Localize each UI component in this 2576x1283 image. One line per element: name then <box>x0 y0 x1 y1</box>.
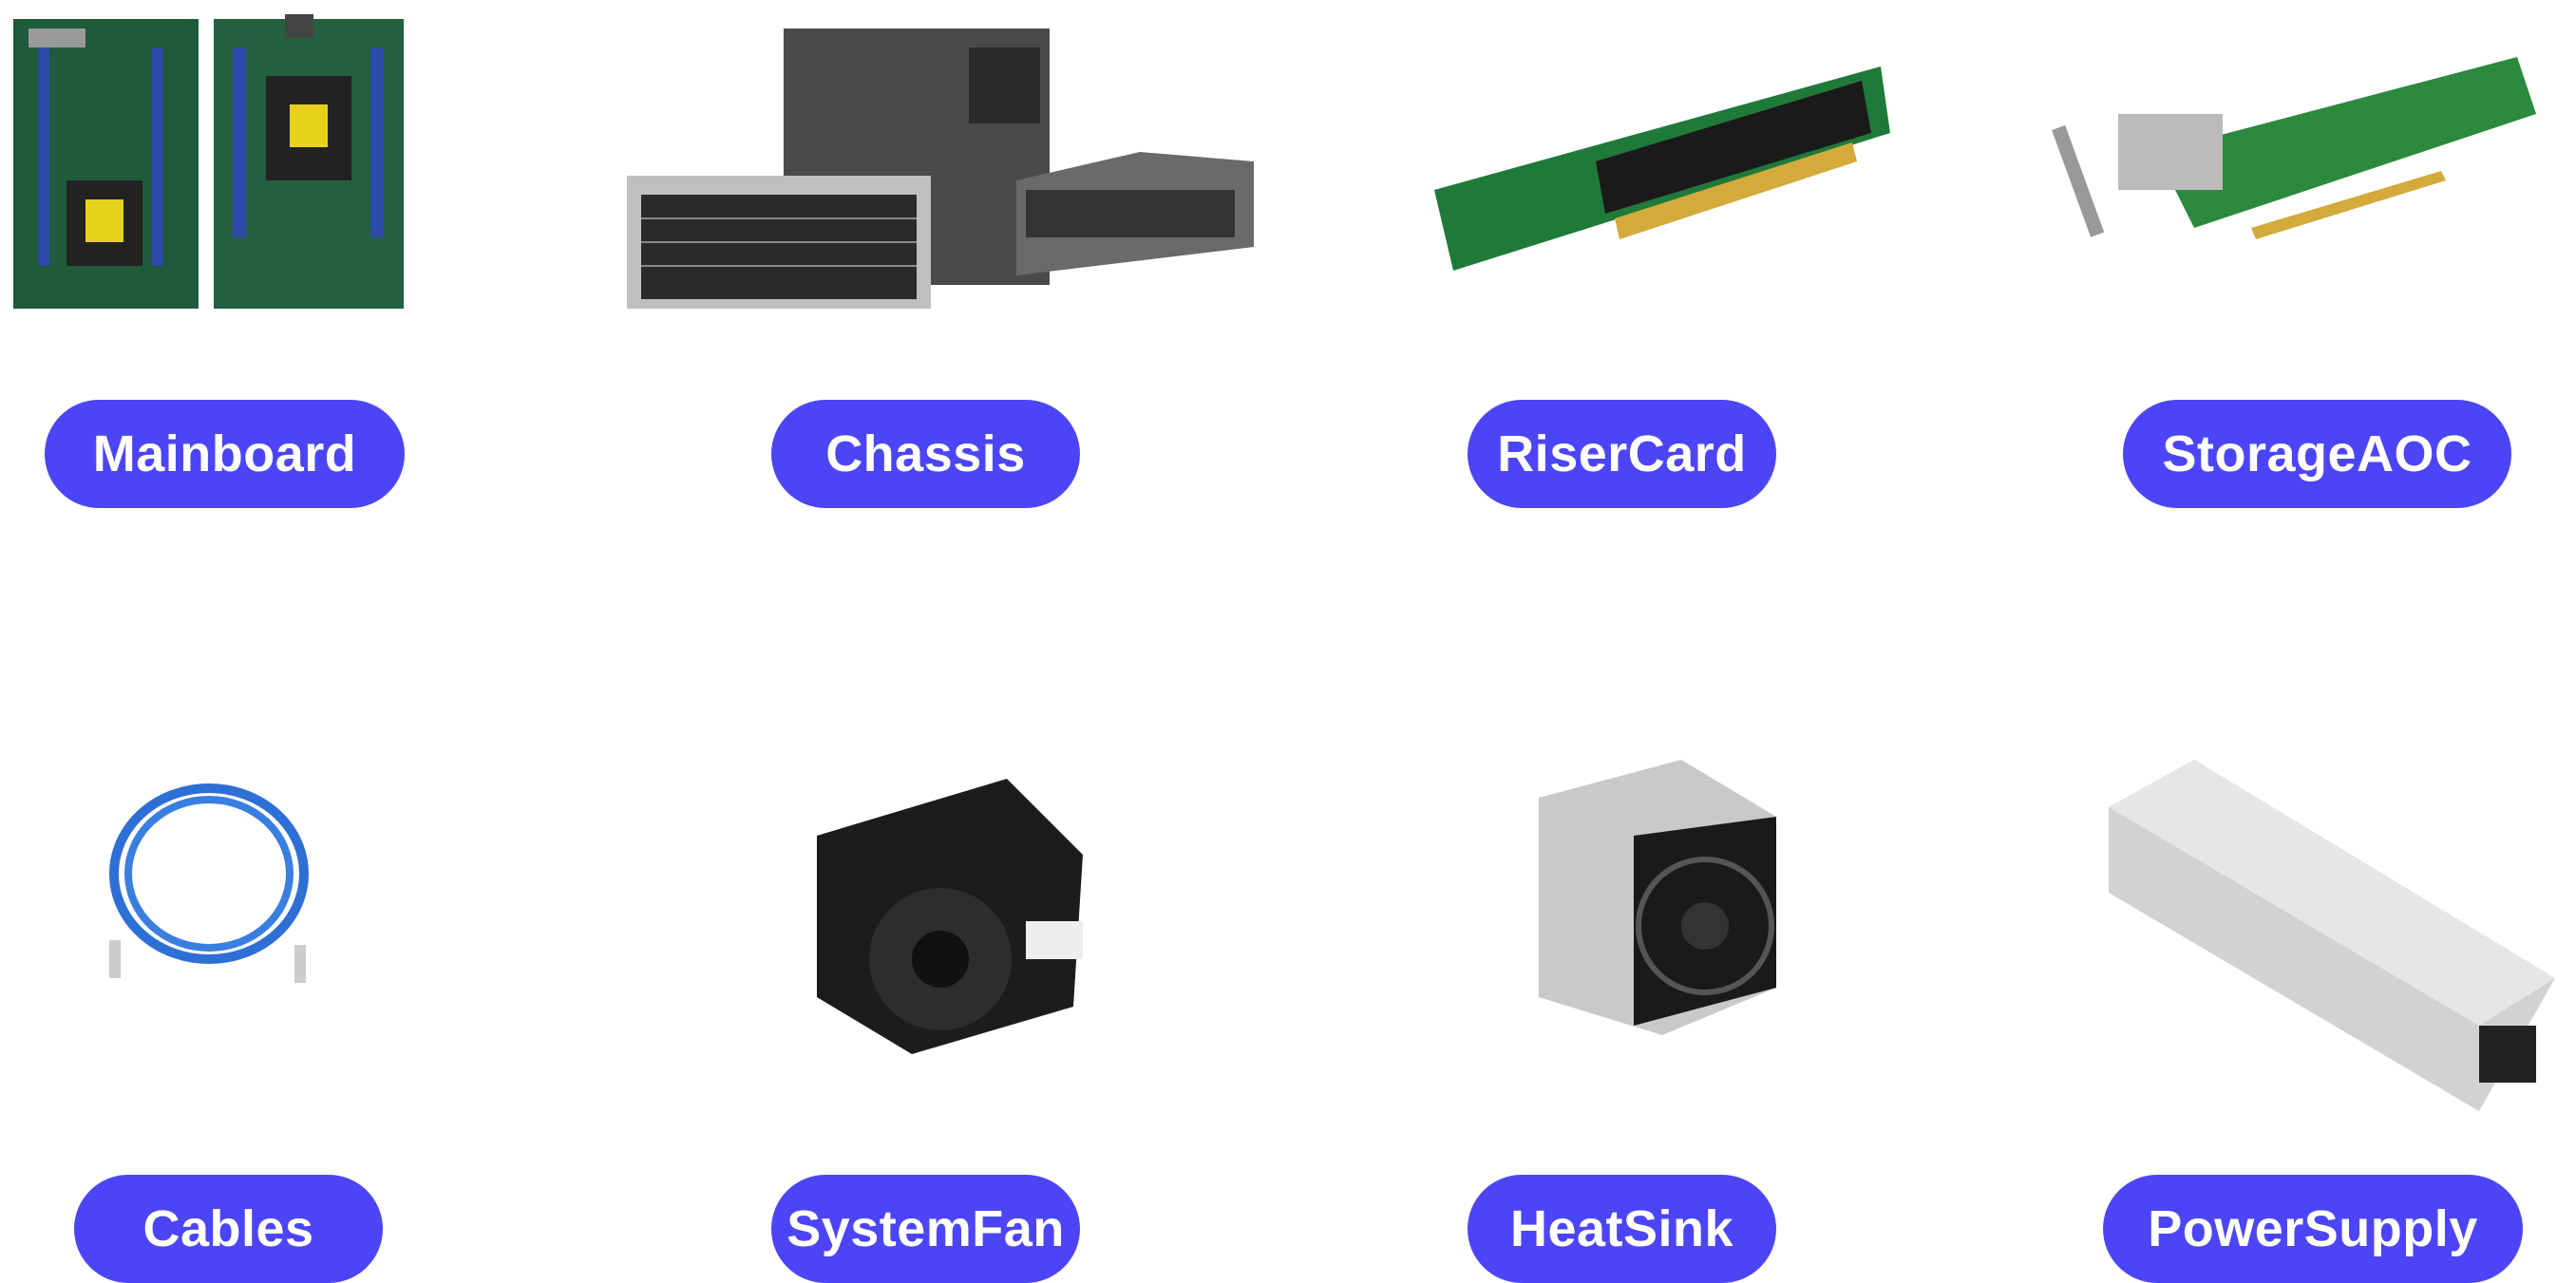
button-label: StorageAOC <box>2162 425 2472 482</box>
cable-image[interactable] <box>95 779 323 997</box>
button-label: HeatSink <box>1509 1200 1734 1257</box>
button-label: PowerSupply <box>2148 1200 2478 1257</box>
category-button-chassis[interactable]: Chassis <box>771 400 1080 508</box>
system-fan-image[interactable] <box>798 779 1121 1054</box>
heatsink-image[interactable] <box>1520 760 1786 1064</box>
category-button-powersupply[interactable]: PowerSupply <box>2103 1175 2523 1283</box>
button-label: Chassis <box>825 425 1026 482</box>
power-supply-image[interactable] <box>2099 760 2555 1111</box>
category-button-storageaoc[interactable]: StorageAOC <box>2123 400 2511 508</box>
category-button-systemfan[interactable]: SystemFan <box>771 1175 1080 1283</box>
chassis-image[interactable] <box>627 28 1254 313</box>
button-label: RiserCard <box>1497 425 1747 482</box>
category-button-cables[interactable]: Cables <box>74 1175 383 1283</box>
button-label: Mainboard <box>92 425 357 482</box>
button-label: SystemFan <box>786 1200 1065 1257</box>
category-button-heatsink[interactable]: HeatSink <box>1468 1175 1776 1283</box>
button-label: Cables <box>142 1200 314 1257</box>
storage-aoc-image[interactable] <box>2042 38 2536 256</box>
mainboard-image[interactable] <box>9 9 408 313</box>
riser-card-image[interactable] <box>1425 38 1900 275</box>
category-button-mainboard[interactable]: Mainboard <box>45 400 405 508</box>
category-button-risercard[interactable]: RiserCard <box>1468 400 1776 508</box>
